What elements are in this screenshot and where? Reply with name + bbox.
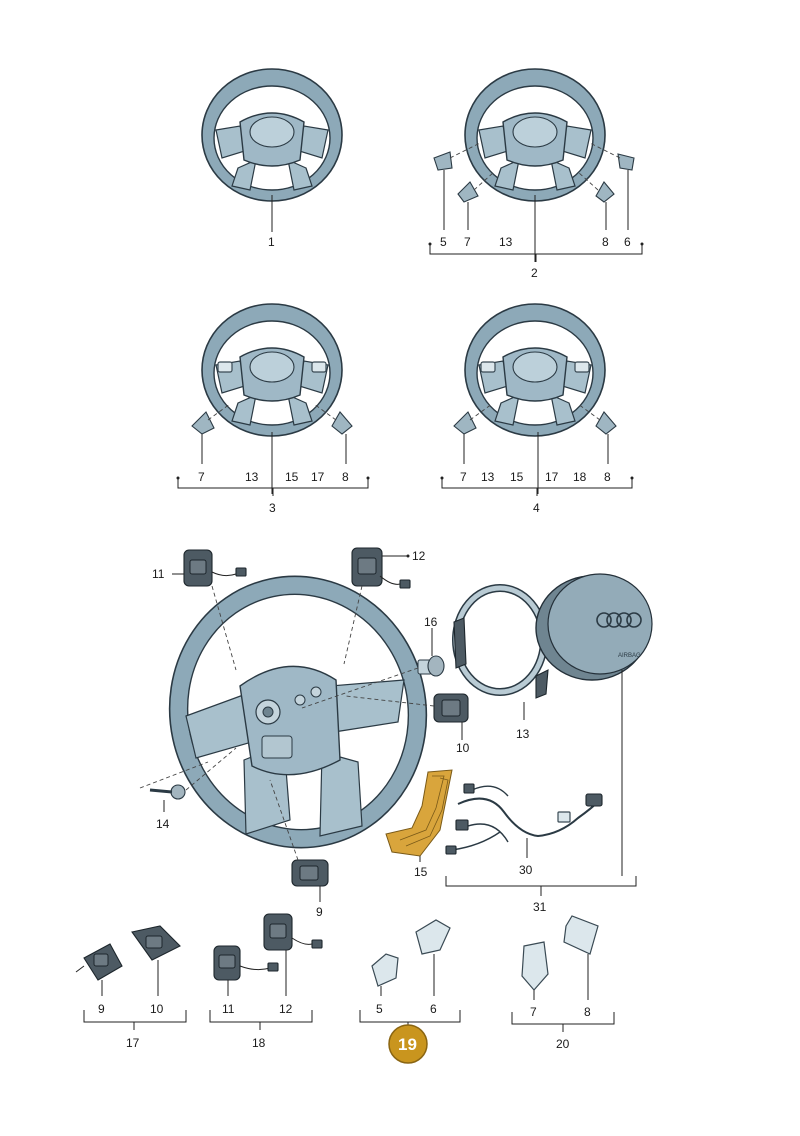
steering-wheel-3 bbox=[201, 303, 343, 494]
airbag-unit: AIRBAG bbox=[535, 573, 653, 681]
callout-18c: 18 bbox=[573, 470, 587, 484]
callout-7a: 7 bbox=[464, 235, 471, 249]
exploded-steering-wheel bbox=[168, 575, 428, 849]
bracket-20 bbox=[511, 1012, 615, 1032]
screw-14 bbox=[139, 747, 237, 812]
callout-15b: 15 bbox=[285, 470, 299, 484]
paddle-7-w4 bbox=[453, 403, 493, 464]
steering-wheel-2 bbox=[464, 68, 606, 262]
callout-4: 4 bbox=[533, 501, 540, 515]
callout-1: 1 bbox=[268, 235, 275, 249]
callout-7d: 7 bbox=[530, 1005, 537, 1019]
badge-label: 19 bbox=[398, 1035, 417, 1054]
callout-6a: 6 bbox=[624, 235, 631, 249]
callout-8c: 8 bbox=[604, 470, 611, 484]
switch-10b bbox=[131, 925, 181, 996]
bracket-18 bbox=[209, 1010, 313, 1030]
callout-13c: 13 bbox=[481, 470, 495, 484]
callout-10a: 10 bbox=[456, 741, 470, 755]
callout-6b: 6 bbox=[430, 1002, 437, 1016]
paddle-8-bottom bbox=[563, 915, 599, 1000]
bracket-2 bbox=[429, 244, 643, 262]
callout-13d: 13 bbox=[516, 727, 530, 741]
callout-8d: 8 bbox=[584, 1005, 591, 1019]
paddle-7-bottom bbox=[521, 941, 549, 1000]
callout-16: 16 bbox=[424, 615, 438, 629]
switch-9a bbox=[269, 779, 329, 902]
switch-12b bbox=[263, 913, 323, 996]
callout-12b: 12 bbox=[279, 1002, 293, 1016]
bracket-31 bbox=[445, 876, 637, 896]
wiring-harness-30 bbox=[445, 783, 603, 858]
callout-31: 31 bbox=[533, 900, 547, 914]
callout-17b: 17 bbox=[311, 470, 325, 484]
callout-7c: 7 bbox=[460, 470, 467, 484]
paddle-5-bottom bbox=[371, 953, 399, 996]
callout-17c: 17 bbox=[545, 470, 559, 484]
bracket-19 bbox=[359, 1010, 461, 1026]
highlight-badge-19: 19 bbox=[388, 1024, 428, 1064]
callout-30: 30 bbox=[519, 863, 533, 877]
switch-11b bbox=[213, 945, 279, 996]
paddle-7-w3 bbox=[191, 403, 231, 464]
callout-12a: 12 bbox=[412, 549, 426, 563]
paddle-5-top bbox=[433, 141, 483, 230]
callout-3: 3 bbox=[269, 501, 276, 515]
bracket-4 bbox=[441, 478, 633, 496]
callout-9b: 9 bbox=[98, 1002, 105, 1016]
paddle-8-top bbox=[577, 171, 615, 230]
bracket-17 bbox=[83, 1010, 187, 1030]
callout-13a: 13 bbox=[499, 235, 513, 249]
paddle-6-top bbox=[587, 141, 635, 230]
switch-11 bbox=[172, 549, 247, 671]
paddle-7-top bbox=[457, 171, 495, 230]
callout-5b: 5 bbox=[376, 1002, 383, 1016]
paddle-6-bottom bbox=[415, 919, 451, 996]
callout-14: 14 bbox=[156, 817, 170, 831]
callout-5a: 5 bbox=[440, 235, 447, 249]
callout-9a: 9 bbox=[316, 905, 323, 919]
switch-9b bbox=[75, 943, 123, 996]
switch-10a bbox=[345, 693, 469, 740]
callout-2: 2 bbox=[531, 266, 538, 280]
callout-15d: 15 bbox=[414, 865, 428, 879]
callout-10b: 10 bbox=[150, 1002, 164, 1016]
audi-rings-logo bbox=[596, 612, 642, 628]
ribbon-cable-15 bbox=[385, 769, 453, 862]
callout-20: 20 bbox=[556, 1037, 570, 1051]
callout-13b: 13 bbox=[245, 470, 259, 484]
steering-wheel-4 bbox=[464, 303, 606, 494]
callout-11b: 11 bbox=[222, 1002, 235, 1016]
paddle-8-w3 bbox=[313, 403, 353, 464]
callout-11a: 11 bbox=[152, 567, 165, 581]
callout-7b: 7 bbox=[198, 470, 205, 484]
switch-12 bbox=[343, 547, 411, 665]
airbag-label: AIRBAG bbox=[618, 653, 641, 659]
steering-wheel-1 bbox=[201, 68, 343, 232]
paddle-8-w4 bbox=[577, 403, 617, 464]
callout-8a: 8 bbox=[602, 235, 609, 249]
callout-8b: 8 bbox=[342, 470, 349, 484]
bracket-3 bbox=[177, 478, 369, 496]
callout-15c: 15 bbox=[510, 470, 524, 484]
bolt-16 bbox=[301, 628, 445, 709]
callout-17: 17 bbox=[126, 1036, 140, 1050]
callout-18: 18 bbox=[252, 1036, 266, 1050]
